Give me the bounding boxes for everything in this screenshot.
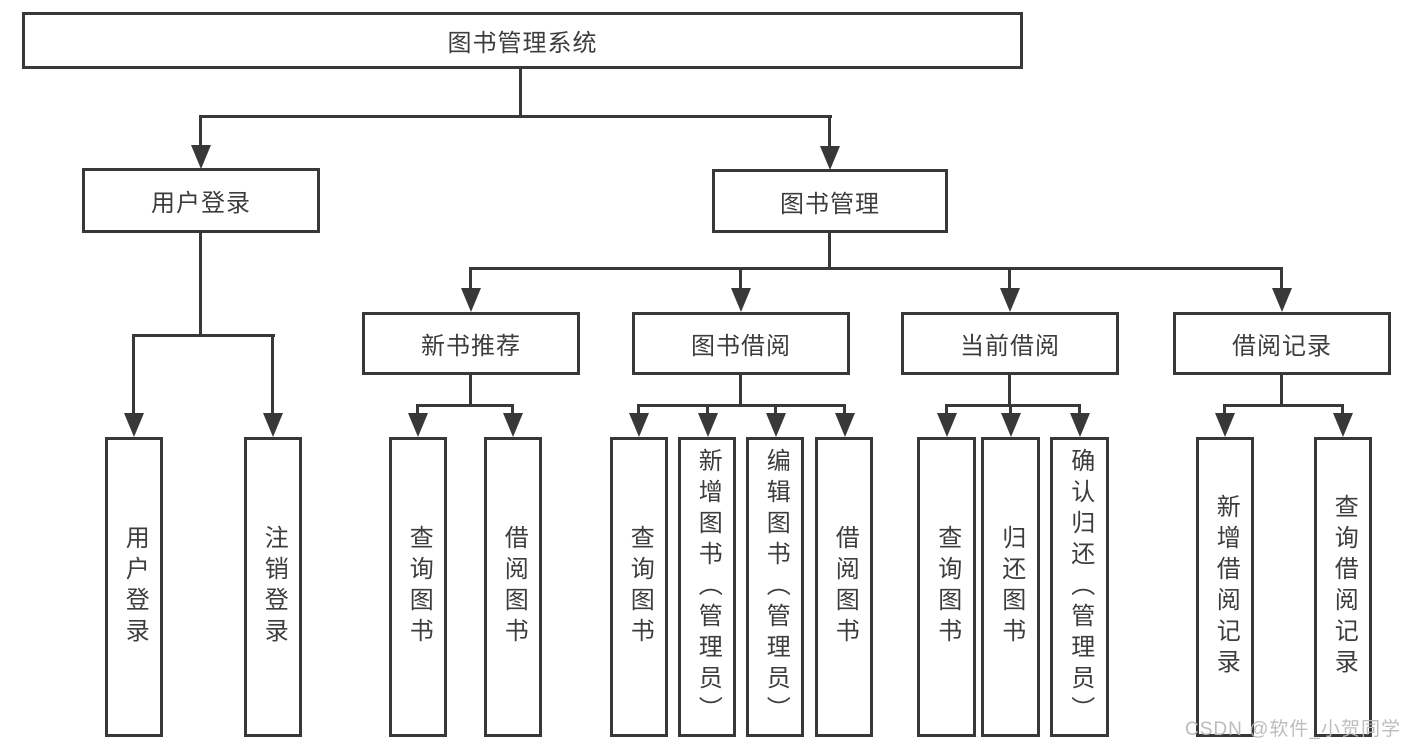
arrowhead-icon bbox=[1001, 413, 1021, 437]
connector-line bbox=[1223, 404, 1344, 407]
node-leaf-query-borrow-record: 查询借阅记录 bbox=[1314, 437, 1372, 737]
arrowhead-icon bbox=[937, 413, 957, 437]
connector-line bbox=[416, 404, 419, 415]
node-leaf-user-login-label: 用户登录 bbox=[121, 525, 149, 649]
connector-line bbox=[469, 267, 1283, 270]
node-leaf-edit-books-admin-label: 编辑图书（管理员） bbox=[762, 447, 790, 727]
connector-line bbox=[739, 375, 742, 406]
connector-line bbox=[132, 334, 275, 337]
connector-line bbox=[774, 404, 777, 415]
node-user-login-label: 用户登录 bbox=[151, 190, 251, 217]
watermark-text: CSDN @软件_小贺同学 bbox=[1185, 719, 1401, 740]
node-user-login: 用户登录 bbox=[82, 168, 320, 233]
node-leaf-borrow-books-recommend-label: 借阅图书 bbox=[500, 525, 528, 649]
arrowhead-icon bbox=[1215, 413, 1235, 437]
connector-line bbox=[1078, 404, 1081, 415]
node-book-management-label: 图书管理 bbox=[780, 190, 880, 218]
connector-line bbox=[828, 233, 831, 269]
connector-line bbox=[637, 404, 846, 407]
node-book-borrow-label: 图书借阅 bbox=[691, 333, 791, 360]
node-leaf-add-borrow-record-label: 新增借阅记录 bbox=[1212, 494, 1240, 680]
arrowhead-icon bbox=[263, 413, 283, 437]
node-book-borrow: 图书借阅 bbox=[632, 312, 850, 375]
connector-line bbox=[132, 334, 135, 415]
node-leaf-query-books-recommend-label: 查询图书 bbox=[405, 525, 433, 649]
connector-line bbox=[945, 404, 948, 415]
node-current-borrow: 当前借阅 bbox=[901, 312, 1119, 375]
arrowhead-icon bbox=[191, 145, 211, 169]
connector-line bbox=[1008, 375, 1011, 406]
node-new-book-recommend: 新书推荐 bbox=[362, 312, 580, 375]
node-leaf-query-books-recommend: 查询图书 bbox=[389, 437, 447, 737]
connector-line bbox=[1280, 375, 1283, 406]
node-leaf-query-borrow-record-label: 查询借阅记录 bbox=[1330, 494, 1358, 680]
connector-line bbox=[199, 115, 832, 118]
node-library-system-label: 图书管理系统 bbox=[447, 30, 598, 57]
connector-line bbox=[1009, 404, 1012, 415]
arrowhead-icon bbox=[766, 413, 786, 437]
arrowhead-icon bbox=[698, 413, 718, 437]
node-leaf-return-books-label: 归还图书 bbox=[997, 525, 1025, 649]
arrowhead-icon bbox=[1333, 413, 1353, 437]
node-leaf-query-books-current-label: 查询图书 bbox=[933, 525, 961, 649]
connector-line bbox=[1223, 404, 1226, 415]
node-leaf-return-books: 归还图书 bbox=[981, 437, 1040, 737]
node-leaf-add-borrow-record: 新增借阅记录 bbox=[1196, 437, 1254, 737]
connector-line bbox=[1280, 267, 1283, 290]
arrowhead-icon bbox=[503, 413, 523, 437]
arrowhead-icon bbox=[408, 413, 428, 437]
connector-line bbox=[706, 404, 709, 415]
node-leaf-user-login: 用户登录 bbox=[105, 437, 163, 737]
connector-line bbox=[739, 267, 742, 290]
node-leaf-query-books-borrow-label: 查询图书 bbox=[626, 525, 654, 649]
node-new-book-recommend-label: 新书推荐 bbox=[421, 333, 521, 360]
node-leaf-confirm-return-admin: 确认归还（管理员） bbox=[1050, 437, 1109, 737]
arrowhead-icon bbox=[1000, 288, 1020, 312]
arrowhead-icon bbox=[461, 288, 481, 312]
node-leaf-query-books-borrow: 查询图书 bbox=[610, 437, 668, 737]
connector-line bbox=[469, 375, 472, 406]
arrowhead-icon bbox=[124, 413, 144, 437]
node-library-system: 图书管理系统 bbox=[22, 12, 1023, 69]
connector-line bbox=[828, 115, 831, 148]
connector-line bbox=[843, 404, 846, 415]
connector-line bbox=[271, 334, 274, 415]
connector-line bbox=[199, 115, 202, 148]
connector-line bbox=[637, 404, 640, 415]
connector-line bbox=[199, 233, 202, 336]
node-borrow-records: 借阅记录 bbox=[1173, 312, 1391, 375]
node-leaf-borrow-books-borrow-label: 借阅图书 bbox=[831, 525, 859, 649]
node-leaf-logout-label: 注销登录 bbox=[260, 525, 288, 649]
node-leaf-query-books-current: 查询图书 bbox=[917, 437, 976, 737]
connector-line bbox=[945, 404, 1081, 407]
connector-line bbox=[1008, 267, 1011, 290]
node-book-management: 图书管理 bbox=[712, 169, 948, 233]
node-leaf-add-books-admin: 新增图书（管理员） bbox=[678, 437, 736, 737]
connector-line bbox=[511, 404, 514, 415]
arrowhead-icon bbox=[820, 146, 840, 170]
connector-line bbox=[519, 68, 522, 117]
connector-line bbox=[469, 267, 472, 290]
node-borrow-records-label: 借阅记录 bbox=[1232, 333, 1332, 360]
node-leaf-logout: 注销登录 bbox=[244, 437, 302, 737]
node-current-borrow-label: 当前借阅 bbox=[960, 333, 1060, 360]
arrowhead-icon bbox=[1070, 413, 1090, 437]
node-leaf-confirm-return-admin-label: 确认归还（管理员） bbox=[1066, 447, 1094, 727]
arrowhead-icon bbox=[1272, 288, 1292, 312]
node-leaf-borrow-books-recommend: 借阅图书 bbox=[484, 437, 542, 737]
arrowhead-icon bbox=[731, 288, 751, 312]
node-leaf-edit-books-admin: 编辑图书（管理员） bbox=[746, 437, 804, 737]
connector-line bbox=[1341, 404, 1344, 415]
arrowhead-icon bbox=[835, 413, 855, 437]
connector-line bbox=[416, 404, 514, 407]
arrowhead-icon bbox=[629, 413, 649, 437]
node-leaf-borrow-books-borrow: 借阅图书 bbox=[815, 437, 873, 737]
node-leaf-add-books-admin-label: 新增图书（管理员） bbox=[694, 447, 722, 727]
